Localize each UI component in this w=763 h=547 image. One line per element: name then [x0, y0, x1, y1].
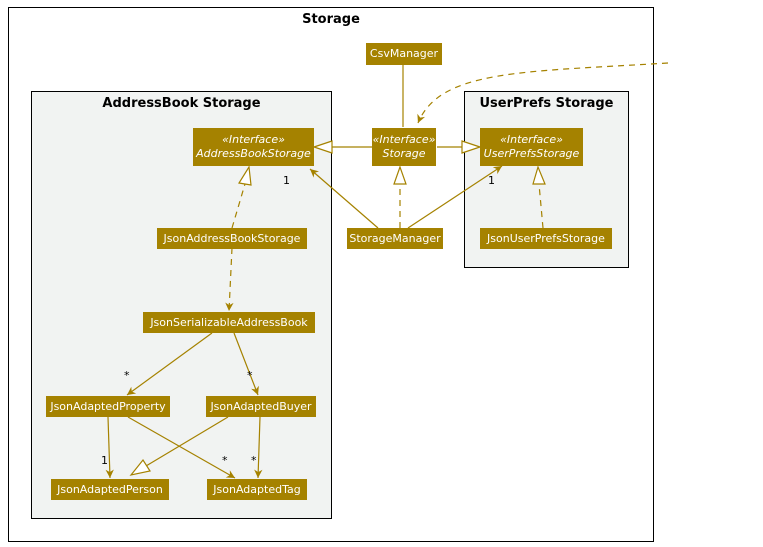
json-adapted-property-name: JsonAdaptedProperty: [50, 399, 166, 413]
json-adapted-tag-class: JsonAdaptedTag: [207, 479, 307, 500]
storage-package-title: Storage: [302, 12, 360, 27]
storage-realization-head: [393, 165, 407, 185]
json-userprefs-storage-name: JsonUserPrefsStorage: [487, 231, 605, 245]
addressbook-storage-name: AddressBookStorage: [196, 147, 311, 160]
json-userprefs-storage-class: JsonUserPrefsStorage: [480, 228, 612, 249]
csv-manager-class: CsvManager: [366, 43, 442, 65]
json-serializable-addressbook-name: JsonSerializableAddressBook: [150, 315, 308, 329]
storage-package: Storage: [8, 7, 654, 542]
person-generalization-head: [129, 458, 151, 476]
json-adapted-buyer-class: JsonAdaptedBuyer: [206, 396, 316, 417]
json-adapted-person-name: JsonAdaptedPerson: [57, 482, 163, 496]
json-addressbook-storage-class: JsonAddressBookStorage: [157, 228, 307, 249]
json-serializable-addressbook-class: JsonSerializableAddressBook: [143, 312, 315, 333]
storage-manager-name: StorageManager: [349, 231, 441, 245]
userprefsstorage-realization-head: [532, 165, 546, 185]
storagemanager-to-addressbookstorage: [309, 168, 379, 229]
addressbook-storage-interface: «Interface» AddressBookStorage: [193, 128, 314, 166]
jsonaddressbookstorage-uses-serializable: [225, 247, 234, 312]
csv-manager-name: CsvManager: [369, 47, 439, 60]
property-to-tag: [127, 416, 236, 479]
buyer-to-tag: [254, 416, 263, 479]
external-dependency-arrow: [417, 62, 669, 124]
userprefs-multiplicity: 1: [488, 174, 495, 187]
jsonaddressbookstorage-realizes: [231, 183, 246, 229]
addressbook-storage-package-title: AddressBook Storage: [102, 96, 261, 111]
storagemanager-to-userprefsstorage: [407, 165, 503, 229]
serializable-to-property: [126, 332, 213, 396]
addressbookstorage-generalization-head: [312, 140, 333, 154]
person-multiplicity: 1: [101, 454, 108, 467]
buyer-multiplicity: *: [247, 369, 253, 382]
addressbook-multiplicity: 1: [283, 174, 290, 187]
userprefs-storage-package-title: UserPrefs Storage: [479, 96, 614, 111]
storage-name: Storage: [382, 147, 426, 160]
json-adapted-tag-name: JsonAdaptedTag: [213, 482, 301, 496]
storage-interface: «Interface» Storage: [372, 128, 436, 166]
buyer-extends-person: [145, 416, 229, 467]
serializable-to-buyer: [233, 332, 259, 396]
tag-from-property-multiplicity: *: [222, 454, 228, 467]
storage-stereotype: «Interface»: [372, 133, 436, 146]
property-to-person: [105, 416, 114, 479]
userprefs-storage-name: UserPrefsStorage: [483, 147, 580, 160]
userprefs-storage-interface: «Interface» UserPrefsStorage: [480, 128, 583, 166]
json-adapted-property-class: JsonAdaptedProperty: [46, 396, 170, 417]
jsonuserprefsstorage-realizes: [538, 183, 544, 229]
userprefs-storage-stereotype: «Interface»: [500, 133, 563, 146]
addressbook-storage-stereotype: «Interface»: [222, 133, 285, 146]
property-multiplicity: *: [124, 369, 130, 382]
addressbookstorage-realization-head: [238, 165, 252, 186]
json-adapted-buyer-name: JsonAdaptedBuyer: [210, 399, 312, 413]
userprefsstorage-generalization-head: [461, 140, 482, 154]
json-addressbook-storage-name: JsonAddressBookStorage: [163, 231, 301, 245]
storage-manager-class: StorageManager: [347, 228, 443, 249]
tag-from-buyer-multiplicity: *: [251, 454, 257, 467]
json-adapted-person-class: JsonAdaptedPerson: [51, 479, 169, 500]
